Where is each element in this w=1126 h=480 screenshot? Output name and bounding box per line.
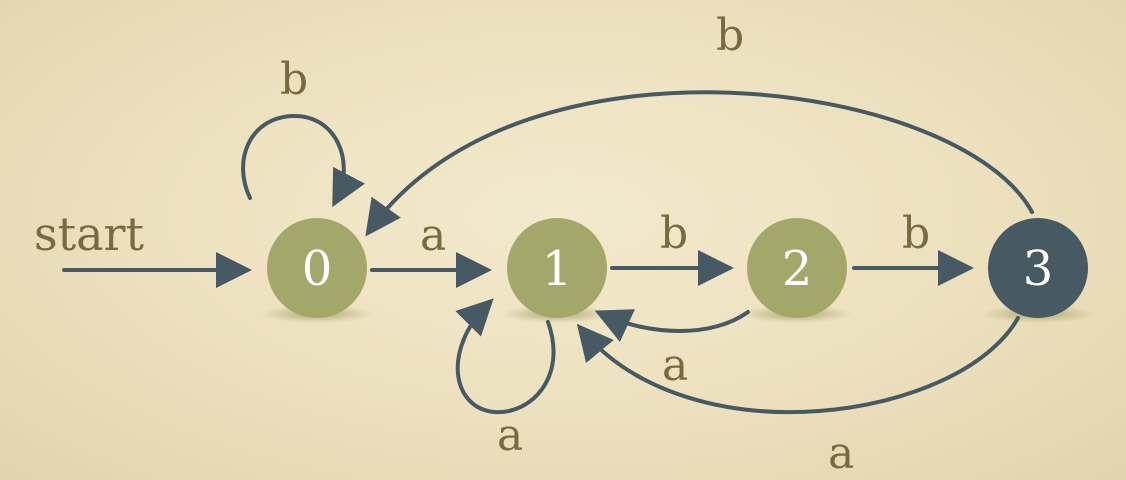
edge-1-1-a xyxy=(455,298,556,415)
state-3: 3 xyxy=(988,218,1088,318)
state-2: 2 xyxy=(747,218,847,318)
edge-label-3-1: a xyxy=(828,428,854,479)
state-2-circle xyxy=(747,218,847,318)
state-0-circle xyxy=(267,218,367,318)
state-1: 1 xyxy=(507,218,607,318)
edge-label-2-1: a xyxy=(662,340,688,391)
state-1-label: 1 xyxy=(542,241,573,297)
edge-2-1-a xyxy=(594,309,750,343)
state-3-circle xyxy=(988,218,1088,318)
edge-label-2-3: b xyxy=(902,208,930,259)
edge-label-1-2: b xyxy=(660,208,688,259)
state-3-label: 3 xyxy=(1023,241,1054,297)
edge-0-0-b xyxy=(241,113,365,208)
state-0-label: 0 xyxy=(302,241,333,297)
edge-label-3-0: b xyxy=(716,10,744,61)
edge-label-0-1: a xyxy=(420,210,446,261)
edge-3-1-a xyxy=(576,316,1020,415)
start-label: start xyxy=(34,207,145,261)
edge-label-1-1: a xyxy=(497,410,523,461)
state-0: 0 xyxy=(267,218,367,318)
edge-label-0-0: b xyxy=(280,54,308,105)
edge-3-0-b xyxy=(365,90,1034,237)
state-2-label: 2 xyxy=(782,241,813,297)
state-1-circle xyxy=(507,218,607,318)
